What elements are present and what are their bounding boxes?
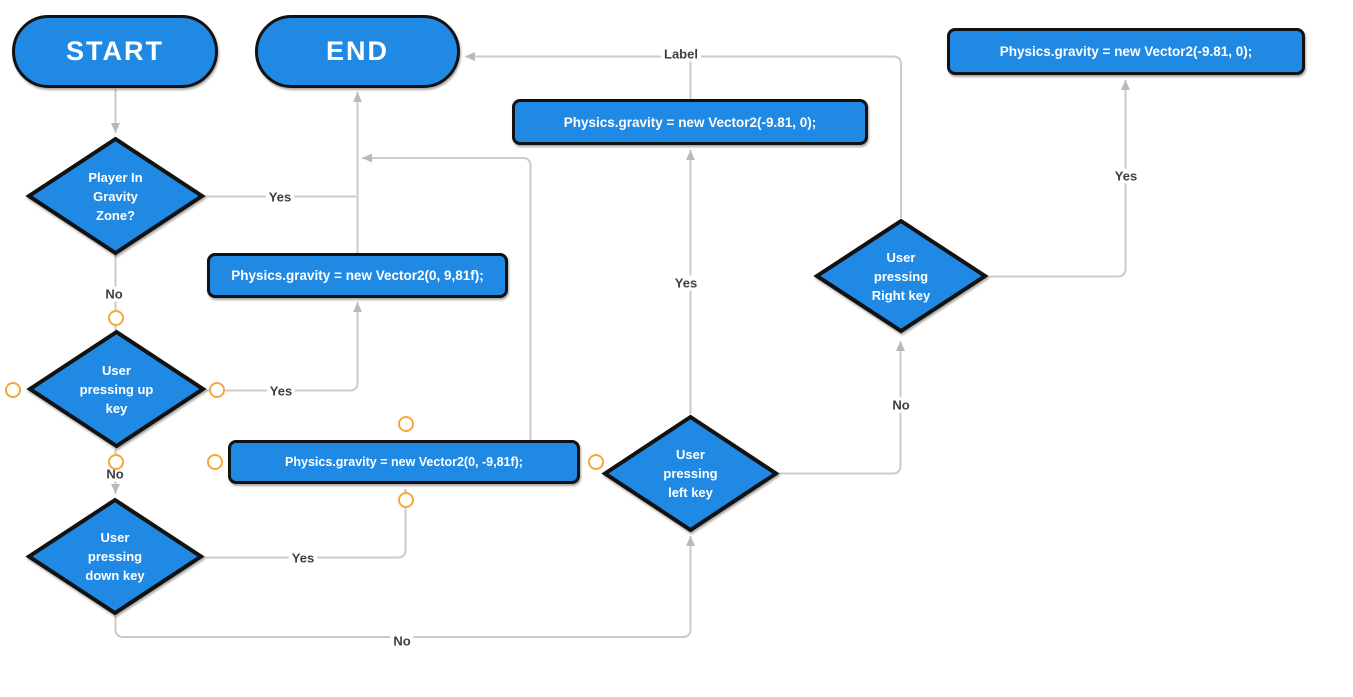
decision-label: User pressing down key bbox=[85, 530, 145, 583]
decision-label: User pressing Right key bbox=[871, 249, 931, 303]
decision-label: User pressing left key bbox=[663, 447, 718, 500]
edge-label-left-no[interactable]: No bbox=[889, 397, 913, 413]
decision-player-in-gravity-zone[interactable]: Player In Gravity Zone? bbox=[25, 136, 206, 256]
process-code-label: Physics.gravity = new Vector2(0, 9,81f); bbox=[231, 268, 484, 283]
edge-label-player-no[interactable]: No bbox=[102, 286, 126, 302]
edge-down-yes[interactable] bbox=[204, 489, 410, 559]
start-node[interactable]: START bbox=[12, 15, 218, 88]
edge-label-down-no[interactable]: No bbox=[390, 633, 414, 649]
connection-anchor-box-bottom[interactable] bbox=[398, 492, 414, 508]
end-label: END bbox=[325, 36, 389, 66]
edge-label-down-yes[interactable]: Yes bbox=[288, 550, 318, 566]
process-gravity-up[interactable]: Physics.gravity = new Vector2(0, 9,81f); bbox=[207, 253, 508, 298]
edge-up-yes[interactable] bbox=[206, 302, 362, 392]
connection-anchor-up-left[interactable] bbox=[5, 382, 21, 398]
diamond-shape bbox=[601, 414, 780, 533]
process-gravity-down[interactable]: Physics.gravity = new Vector2(0, -9,81f)… bbox=[228, 440, 580, 484]
edge-right-yes[interactable] bbox=[988, 80, 1130, 278]
process-code-label: Physics.gravity = new Vector2(0, -9,81f)… bbox=[285, 455, 523, 469]
connection-anchor-box-right[interactable] bbox=[588, 454, 604, 470]
connection-anchor-up-top[interactable] bbox=[107, 310, 124, 326]
process-code-label: Physics.gravity = new Vector2(-9.81, 0); bbox=[563, 114, 817, 130]
edge-label-left-yes[interactable]: Yes bbox=[671, 275, 701, 291]
decision-pressing-right-key[interactable]: User pressing Right key bbox=[813, 218, 989, 334]
connection-anchor-box-top[interactable] bbox=[398, 416, 414, 432]
process-gravity-right[interactable]: Physics.gravity = new Vector2(-9.81, 0); bbox=[947, 28, 1305, 75]
decision-pressing-down-key[interactable]: User pressing down key bbox=[25, 497, 205, 616]
end-node[interactable]: END bbox=[255, 15, 460, 88]
decision-pressing-up-key[interactable]: User pressing up key bbox=[26, 329, 207, 449]
decision-pressing-left-key[interactable]: User pressing left key bbox=[601, 414, 780, 533]
edge-label-up-yes[interactable]: Yes bbox=[266, 383, 296, 399]
edge-label-right-placeholder[interactable]: Label bbox=[661, 46, 701, 62]
diamond-shape bbox=[25, 136, 206, 256]
diamond-shape bbox=[26, 329, 207, 449]
connection-anchor-box-left[interactable] bbox=[207, 454, 223, 470]
edge-label-player-yes[interactable]: Yes bbox=[265, 189, 295, 205]
connection-anchor-up-right[interactable] bbox=[209, 382, 225, 398]
connection-anchor-up-bottom[interactable] bbox=[107, 454, 124, 470]
decision-label: User pressing up key bbox=[79, 362, 154, 416]
diamond-shape bbox=[813, 218, 989, 334]
edge-label-up-no[interactable]: No bbox=[103, 466, 127, 482]
process-gravity-left[interactable]: Physics.gravity = new Vector2(-9.81, 0); bbox=[512, 99, 868, 145]
edge-left-no[interactable] bbox=[779, 341, 905, 475]
decision-label: Player In Gravity Zone? bbox=[88, 169, 143, 223]
edge-label-right-yes[interactable]: Yes bbox=[1111, 168, 1141, 184]
start-label: START bbox=[66, 36, 164, 66]
edge-gravity-down-out[interactable] bbox=[362, 153, 532, 440]
edge-right-to-end[interactable] bbox=[465, 52, 902, 219]
diamond-shape bbox=[25, 497, 205, 616]
process-code-label: Physics.gravity = new Vector2(-9.81, 0); bbox=[999, 44, 1253, 59]
